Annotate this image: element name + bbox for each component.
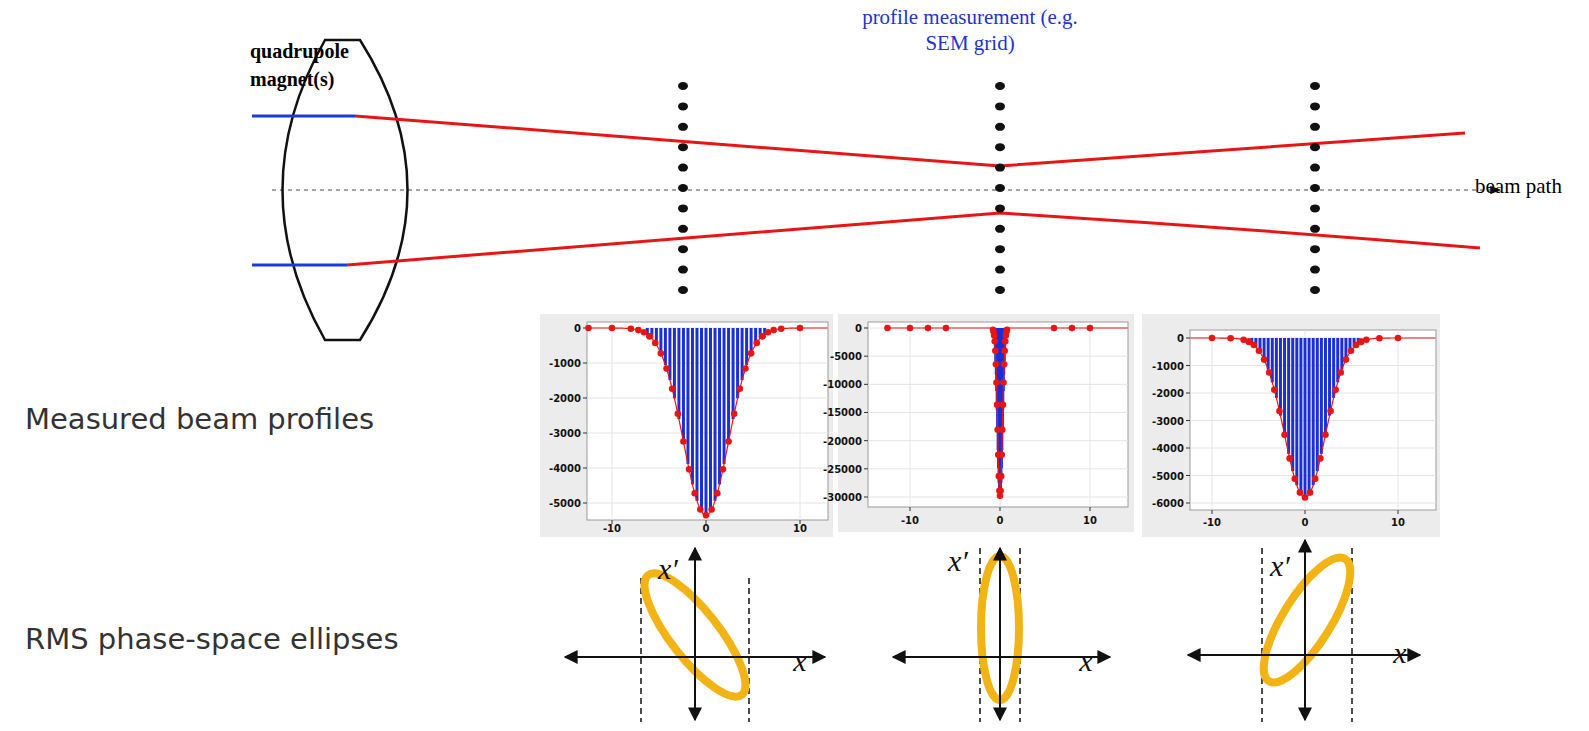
axis-tick: 0 (997, 515, 1004, 526)
axis-tick: -2000 (1152, 388, 1184, 399)
axis-tick: -10 (1203, 517, 1221, 528)
axis-tick: -3000 (549, 428, 581, 439)
grid-wire (1310, 164, 1320, 172)
grid-wire (678, 204, 688, 212)
axis-tick: -15000 (823, 407, 862, 418)
beam-envelope (347, 213, 1480, 265)
profile-chart (838, 314, 1134, 532)
axis-tick: 0 (574, 323, 581, 334)
grid-wire (995, 123, 1005, 131)
axis-tick: 10 (1391, 517, 1405, 528)
grid-wire (678, 123, 688, 131)
position-axis-label: x (793, 644, 806, 677)
axis-tick: -4000 (549, 463, 581, 474)
axis-tick: -5000 (549, 498, 581, 509)
grid-wire (1310, 82, 1320, 90)
grid-wire (995, 102, 1005, 110)
grid-wire (995, 245, 1005, 253)
sem-grids (678, 82, 1320, 294)
grid-wire (678, 266, 688, 274)
position-axis-label: x (1393, 636, 1406, 669)
magnet-label: quadrupole magnet(s) (250, 37, 380, 93)
grid-wire (1310, 123, 1320, 131)
axis-tick: -10 (603, 523, 621, 534)
grid-wire (1310, 225, 1320, 233)
axis-tick: -2000 (549, 393, 581, 404)
row-label: RMS phase-space ellipses (25, 624, 399, 656)
angle-axis-label: x′ (658, 552, 678, 585)
grid-wire (995, 164, 1005, 172)
grid-wire (678, 184, 688, 192)
profile-chart (1142, 314, 1440, 537)
position-axis-label: x (1079, 644, 1092, 677)
axis-tick: -1000 (549, 358, 581, 369)
axis-tick: 0 (1177, 333, 1184, 344)
phase-space-plot (1188, 540, 1420, 722)
grid-wire (678, 82, 688, 90)
axis-tick: -1000 (1152, 360, 1184, 371)
grid-wire (1310, 266, 1320, 274)
phase-space-plot (565, 548, 825, 722)
grid-wire (678, 102, 688, 110)
grid-wire (995, 225, 1005, 233)
angle-axis-label: x′ (1270, 549, 1290, 582)
beam-envelope (355, 116, 1465, 166)
axis-tick: -10000 (823, 379, 862, 390)
axis-tick: -25000 (823, 463, 862, 474)
axis-tick: 0 (703, 523, 710, 534)
axis-tick: -3000 (1152, 415, 1184, 426)
grid-wire (995, 266, 1005, 274)
axis-tick: -5000 (830, 351, 862, 362)
axis-tick: 0 (855, 323, 862, 334)
grid-wire (995, 204, 1005, 212)
grid-wire (678, 225, 688, 233)
axis-tick: -10 (901, 515, 919, 526)
grid-wire (1310, 184, 1320, 192)
profile-charts (540, 314, 1440, 537)
axis-tick: -30000 (823, 491, 862, 502)
grid-wire (995, 286, 1005, 294)
grid-wire (995, 184, 1005, 192)
grid-wire (995, 82, 1005, 90)
instrument-label: profile measurement (e.g. SEM grid) (850, 4, 1090, 56)
grid-wire (1310, 143, 1320, 151)
grid-wire (995, 143, 1005, 151)
incoming-beam (252, 115, 355, 118)
grid-wire (1310, 245, 1320, 253)
incoming-beam (252, 264, 347, 267)
angle-axis-label: x′ (948, 544, 968, 577)
axis-tick: -4000 (1152, 443, 1184, 454)
grid-wire (1310, 286, 1320, 294)
axis-tick: 10 (793, 523, 807, 534)
row-label: Measured beam profiles (25, 404, 374, 436)
grid-wire (1310, 102, 1320, 110)
grid-wire (678, 164, 688, 172)
axis-tick: -20000 (823, 435, 862, 446)
grid-wire (678, 143, 688, 151)
axis-label: beam path (1475, 175, 1562, 198)
phase-space-plot (893, 548, 1110, 722)
grid-wire (1310, 204, 1320, 212)
axis-tick: 10 (1083, 515, 1097, 526)
grid-wire (678, 245, 688, 253)
axis-tick: 0 (1302, 517, 1309, 528)
profile-chart (540, 314, 833, 537)
grid-wire (678, 286, 688, 294)
axis-tick: -5000 (1152, 470, 1184, 481)
axis-tick: -6000 (1152, 498, 1184, 509)
